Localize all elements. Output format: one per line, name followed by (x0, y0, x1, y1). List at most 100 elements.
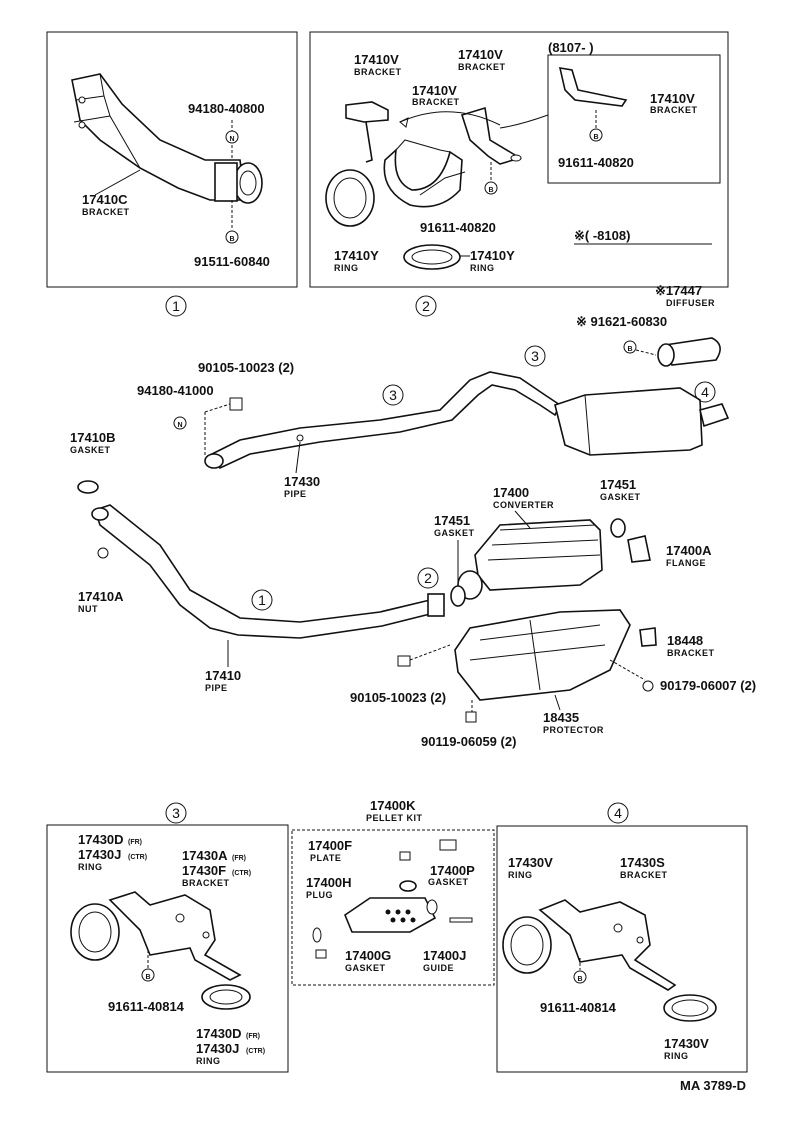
part-90119-06059-label: 90119-06059 (2) (421, 734, 516, 749)
svg-text:PIPE: PIPE (284, 489, 307, 499)
svg-text:B: B (577, 976, 582, 983)
nut-17410a-drawing (97, 547, 109, 559)
svg-text:(CTR): (CTR) (246, 1048, 265, 1055)
part-91611-40820-label: 91611-40820 (420, 220, 496, 235)
svg-text:PLATE: PLATE (310, 853, 341, 863)
svg-text:1: 1 (172, 298, 180, 314)
svg-text:3: 3 (531, 348, 539, 364)
part-17410v-center-label: 17410V (412, 83, 457, 98)
part-90105-10023-lower-label: 90105-10023 (2) (350, 690, 446, 705)
svg-text:FLANGE: FLANGE (666, 558, 706, 568)
svg-text:4: 4 (614, 805, 622, 821)
part-91611-40814-right-label: 91611-40814 (540, 1000, 617, 1015)
part-17410y-2-label: 17410Y (470, 248, 515, 263)
bracket-17430a-drawing (108, 891, 242, 981)
bracket-17410v-mid-drawing (460, 106, 522, 165)
svg-text:B: B (627, 346, 632, 353)
svg-text:RING: RING (664, 1051, 689, 1061)
svg-text:BRACKET: BRACKET (650, 105, 698, 115)
svg-text:RING: RING (334, 263, 359, 273)
part-90105-10023-label: 90105-10023 (2) (198, 360, 294, 375)
main-exhaust-assembly: ※( -8108) ※17447 DIFFUSER ※ 91621-60830 … (70, 228, 756, 749)
svg-text:N: N (177, 422, 182, 429)
part-17447-label: ※17447 (655, 283, 702, 298)
part-17410v-inset-label: 17410V (650, 91, 695, 106)
part-17430f-label: 17430F (182, 863, 226, 878)
svg-text:GASKET: GASKET (70, 445, 111, 455)
part-17430a-label: 17430A (182, 848, 228, 863)
part-17410a-label: 17410A (78, 589, 124, 604)
part-94180-40800-label: 94180-40800 (188, 101, 265, 116)
part-17400-label: 17400 (493, 485, 529, 500)
pipe-17430-drawing (204, 371, 562, 469)
detail-box-1: N B 94180-40800 17410C BRACKET 91511-608… (46, 31, 298, 317)
part-18448-label: 18448 (667, 633, 703, 648)
bracket-17410v-inset-drawing (558, 67, 628, 107)
muffler-drawing (554, 387, 730, 456)
svg-text:PELLET KIT: PELLET KIT (366, 813, 423, 823)
callout-3b (524, 345, 546, 367)
part-17430v-bottom-label: 17430V (664, 1036, 709, 1051)
svg-text:BRACKET: BRACKET (620, 870, 668, 880)
converter-drawing (457, 519, 603, 600)
detail-box-2: (8107- ) B (309, 31, 729, 317)
svg-text:DIFFUSER: DIFFUSER (666, 298, 715, 308)
part-17400p-label: 17400P (430, 863, 475, 878)
part-17410c-name: BRACKET (82, 207, 130, 217)
date-range-label: (8107- ) (548, 40, 594, 55)
clamp-drawing (383, 139, 466, 208)
bracket-17410v-left-drawing (345, 101, 389, 163)
part-17400j-label: 17400J (423, 948, 466, 963)
svg-text:3: 3 (389, 387, 397, 403)
part-17451-right-label: 17451 (600, 477, 636, 492)
svg-text:RING: RING (196, 1056, 221, 1066)
part-17400h-label: 17400H (306, 875, 352, 890)
detail-box-3: 3 17430D (FR) 17430J (CTR) RING 17430A (… (46, 802, 289, 1073)
callout-1 (251, 589, 273, 611)
svg-text:4: 4 (701, 384, 709, 400)
part-17410v-left-label: 17410V (354, 52, 399, 67)
svg-text:BRACKET: BRACKET (182, 878, 230, 888)
pellet-kit-box: 17400K PELLET KIT 17400F PLATE 17400P GA… (291, 798, 495, 986)
svg-text:2: 2 (424, 570, 432, 586)
svg-text:B: B (488, 187, 493, 194)
part-17400k-label: 17400K (370, 798, 416, 813)
diffuser-drawing (657, 337, 721, 367)
svg-text:17430D: 17430D (196, 1026, 242, 1041)
part-17410v-mid-label: 17410V (458, 47, 503, 62)
part-90179-06007-label: 90179-06007 (2) (660, 678, 756, 693)
part-94180-41000-label: 94180-41000 (137, 383, 214, 398)
pipe-17410-drawing (91, 504, 445, 639)
detail-box-4: 4 17430V RING 17430S BRACKET B 91611-408… (496, 802, 748, 1073)
bracket-17410c-drawing (71, 73, 263, 204)
svg-text:RING: RING (470, 263, 495, 273)
svg-text:2: 2 (422, 298, 430, 314)
svg-text:BRACKET: BRACKET (667, 648, 715, 658)
svg-text:GASKET: GASKET (434, 528, 475, 538)
callout-2 (417, 567, 439, 589)
part-17410b-label: 17410B (70, 430, 116, 445)
svg-text:GUIDE: GUIDE (423, 963, 454, 973)
svg-text:BRACKET: BRACKET (458, 62, 506, 72)
svg-text:PLUG: PLUG (306, 890, 333, 900)
part-17400a-label: 17400A (666, 543, 712, 558)
svg-text:BRACKET: BRACKET (412, 97, 460, 107)
svg-text:CONVERTER: CONVERTER (493, 500, 554, 510)
svg-text:GASKET: GASKET (345, 963, 386, 973)
part-17400g-label: 17400G (345, 948, 391, 963)
part-91611-40820-inset-label: 91611-40820 (558, 155, 634, 170)
drawing-code: MA 3789-D (680, 1078, 746, 1093)
svg-text:(FR): (FR) (232, 855, 246, 862)
svg-text:17430J: 17430J (196, 1041, 239, 1056)
svg-text:RING: RING (78, 862, 103, 872)
diffuser-range-label: ※( -8108) (574, 228, 630, 243)
gasket-17410b (77, 480, 99, 494)
bracket-17430s-drawing (538, 899, 677, 991)
part-17430j-label: 17430J (78, 847, 121, 862)
part-17430d-label: 17430D (78, 832, 124, 847)
part-17451-left-label: 17451 (434, 513, 470, 528)
part-91611-40814-left-label: 91611-40814 (108, 999, 185, 1014)
svg-text:NUT: NUT (78, 604, 98, 614)
part-91621-60830-label: ※ 91621-60830 (576, 314, 667, 329)
